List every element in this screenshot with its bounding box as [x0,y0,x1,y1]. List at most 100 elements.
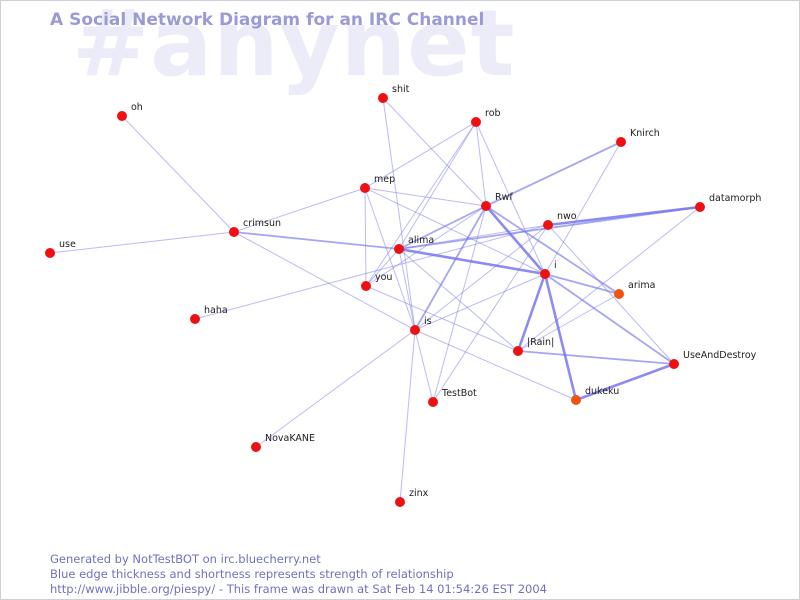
node-TestBot: TestBot [428,388,477,407]
node-dot [543,220,553,230]
node-mep: mep [360,174,395,193]
node-label: alima [408,235,434,246]
edge-Knirch-Rwf [485,141,622,207]
edge-mep-i [364,187,546,275]
node-label: oh [131,102,143,113]
edge-rob-alima [398,121,477,250]
edge-Rwf-TestBot [432,205,487,403]
edge-mep-Rwf [364,187,487,207]
node-dot [45,248,55,258]
edge-is-zinx [399,329,416,503]
node-label: |Rain| [527,337,554,348]
node-dot [540,269,550,279]
node-label: UseAndDestroy [683,350,757,361]
node-arima: arima [614,280,655,299]
node-label: dukeku [585,386,619,397]
node-dot [616,137,626,147]
edge-oh-crimsun [121,115,235,233]
edge-shit-Rwf [382,97,487,207]
node-dot [117,111,127,121]
node-zinx: zinx [395,488,429,507]
node-label: use [59,239,76,250]
edge-shit-is [382,97,416,331]
node-dot [378,93,388,103]
node-NovaKANE: NovaKANE [251,433,315,452]
edge-i-is [414,273,546,331]
node-dot [428,397,438,407]
edge-crimsun-mep [233,187,366,233]
node-dot [395,497,405,507]
edge-alima-Rain [398,248,519,352]
edge-alima-is [398,248,416,331]
edge-is-NovaKANE [255,329,416,448]
edge-UseAndDestroy-dukeku [575,362,675,402]
node-oh: oh [117,102,143,121]
node-dot [614,289,624,299]
node-dot [190,314,200,324]
node-dot [669,359,679,369]
node-label: arima [628,280,655,291]
node-use: use [45,239,76,258]
node-label: i [554,260,557,271]
node-dot [361,281,371,291]
edge-Rwf-alima [398,205,487,250]
node-label: Rwf [495,192,513,203]
edge-is-TestBot [414,329,434,403]
node-dukeku: dukeku [571,386,619,405]
node-UseAndDestroy: UseAndDestroy [669,350,757,369]
edges-layer [49,97,701,503]
node-label: zinx [409,488,429,499]
node-label: TestBot [441,388,477,399]
node-dot [695,202,705,212]
node-label: haha [204,305,228,316]
diagram-title: A Social Network Diagram for an IRC Chan… [50,10,485,30]
node-label: datamorph [709,193,761,204]
edge-nwo-TestBot [432,224,549,403]
edge-i-Rain [516,273,547,352]
footer-generated-by: Generated by NotTestBOT on irc.bluecherr… [50,552,321,566]
node-label: mep [374,174,395,185]
edge-Knirch-i [544,141,622,275]
node-datamorph: datamorph [695,193,761,212]
edge-mep-you [364,187,367,287]
node-label: NovaKANE [265,433,315,444]
edge-rob-i [475,121,546,275]
edge-is-dukeku [414,329,577,401]
edge-Rain-arima [517,293,620,352]
node-is: is [410,316,432,335]
edge-rob-you [365,121,477,287]
node-dot [251,442,261,452]
node-Knirch: Knirch [616,128,660,147]
node-dot [394,244,404,254]
edge-Rwf-i [485,205,546,275]
node-you: you [361,272,392,291]
edge-i-dukeku [543,273,578,401]
node-label: crimsun [243,218,281,229]
edge-datamorph-Rain [517,206,701,352]
node-nwo: nwo [543,211,577,230]
footer-legend-note: Blue edge thickness and shortness repres… [50,567,454,581]
node-label: is [424,316,432,327]
channel-watermark: #anynet [72,0,516,97]
node-label: rob [485,108,501,119]
node-crimsun: crimsun [229,218,281,237]
node-Rain: |Rain| [513,337,554,356]
node-dot [229,227,239,237]
node-haha: haha [190,305,228,324]
edge-alima-i [398,247,546,276]
node-i: i [540,260,557,279]
node-shit: shit [378,84,410,103]
node-dot [571,395,581,405]
node-label: shit [392,84,410,95]
edge-nwo-UseAndDestroy [547,224,675,365]
edge-nwo-is [414,224,549,331]
node-label: Knirch [630,128,660,139]
node-label: nwo [557,211,577,222]
edge-i-UseAndDestroy [544,273,675,365]
edge-i-arima [544,273,620,295]
node-Rwf: Rwf [481,192,513,211]
edge-nwo-alima [398,224,549,250]
node-rob: rob [471,108,501,127]
